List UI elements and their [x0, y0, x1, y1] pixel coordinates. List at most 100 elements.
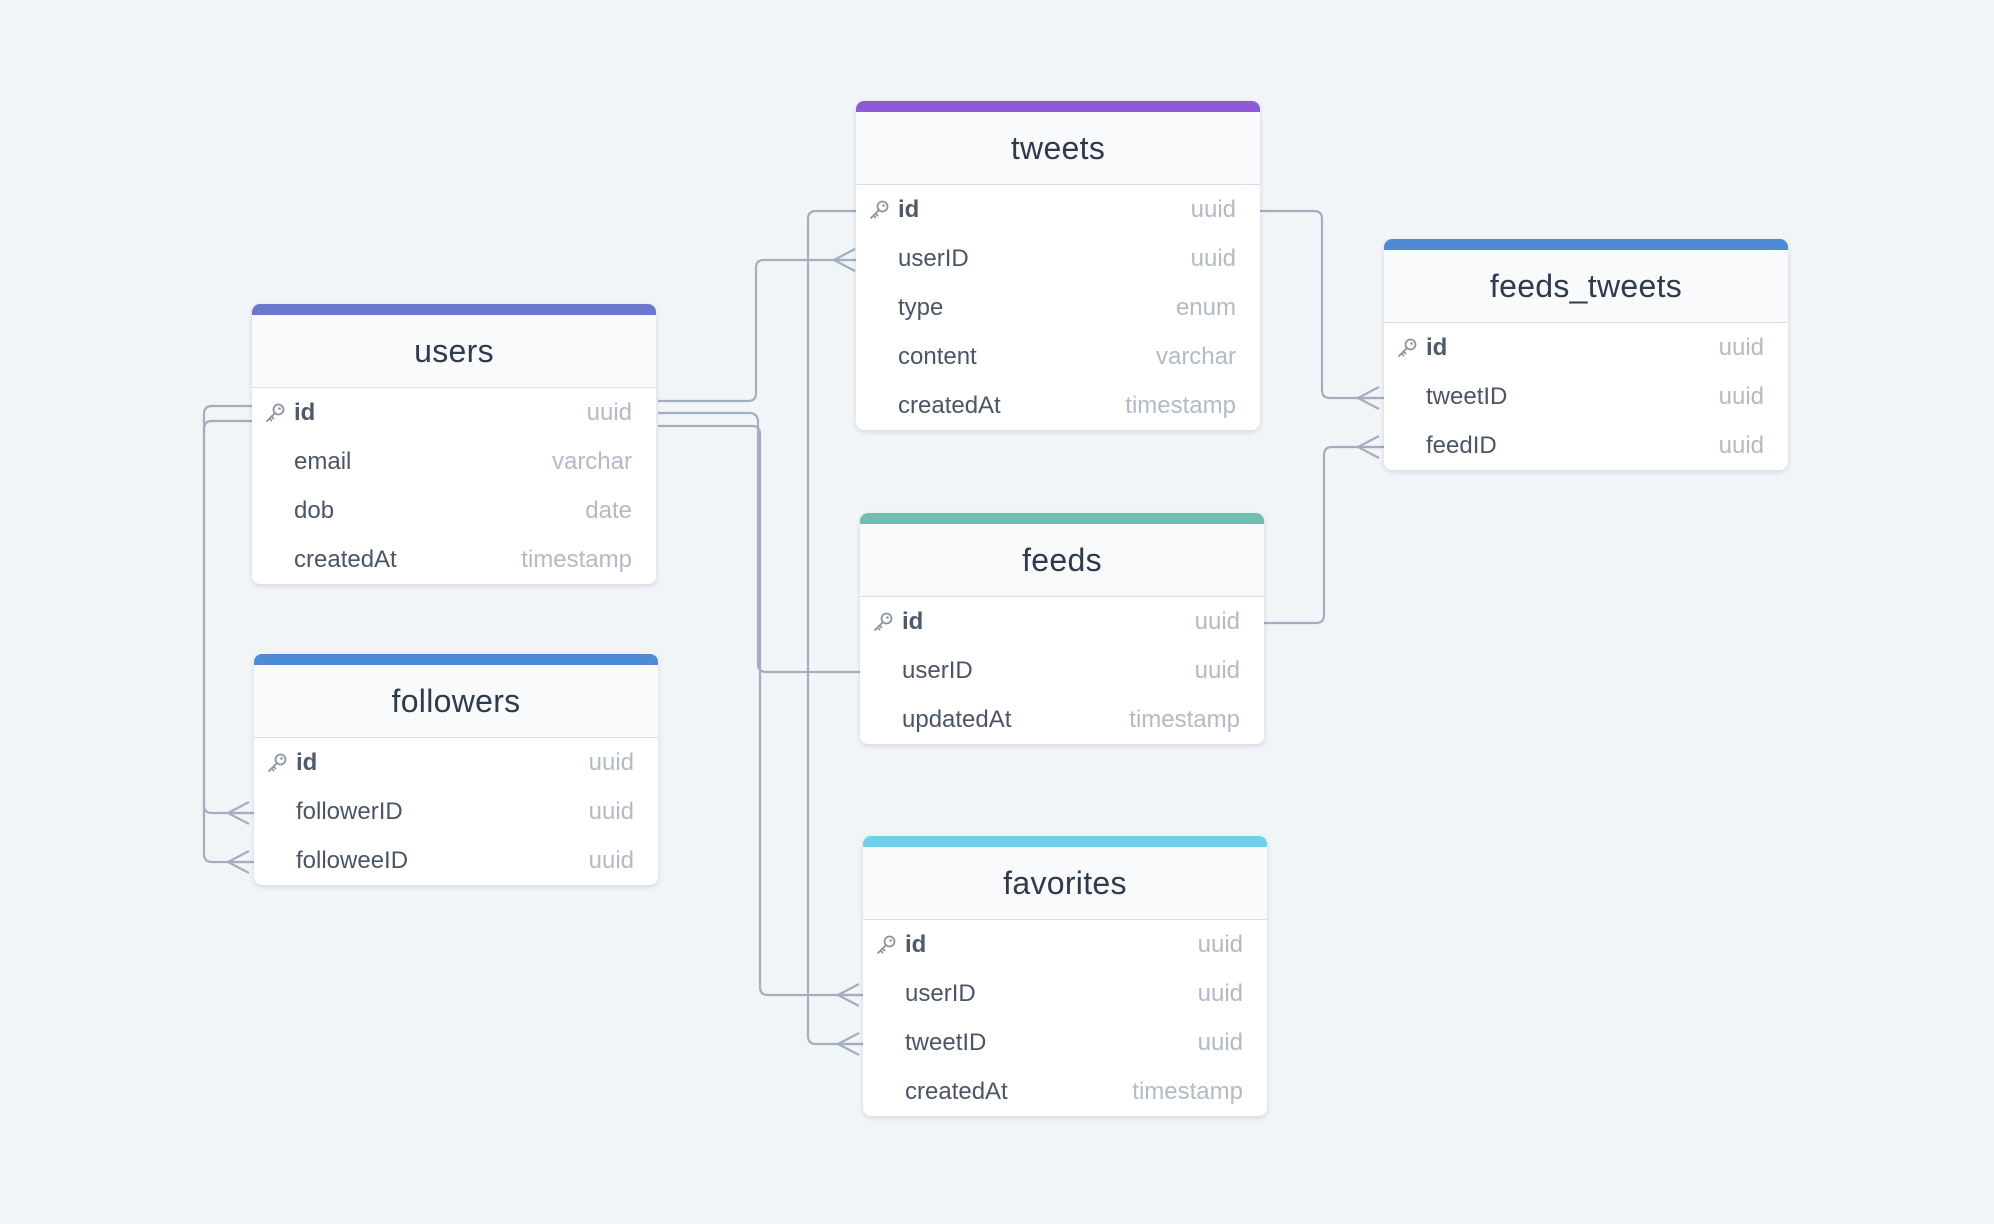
table-feeds[interactable]: feeds id uuid userID uuid updatedAt timestamp — [860, 513, 1264, 744]
crowsfoot-tweets-userID — [833, 248, 856, 272]
connector-users-feeds — [658, 411, 860, 674]
column-row-tweetid[interactable]: tweetID uuid — [1384, 372, 1788, 421]
column-name: content — [898, 342, 977, 370]
column-row-userid[interactable]: userID uuid — [860, 646, 1264, 695]
column-name: createdAt — [294, 545, 397, 573]
table-color-bar — [860, 513, 1264, 524]
crowsfoot-feeds-tweets-tweetID — [1357, 386, 1380, 410]
column-row-content[interactable]: content varchar — [856, 332, 1260, 381]
key-icon — [1396, 337, 1418, 359]
column-type: uuid — [1718, 382, 1764, 410]
column-type: varchar — [551, 447, 632, 475]
table-title[interactable]: favorites — [863, 847, 1267, 920]
table-title[interactable]: feeds_tweets — [1384, 250, 1788, 323]
column-name: type — [898, 293, 944, 321]
column-type: enum — [1175, 293, 1236, 321]
column-name: tweetID — [1426, 382, 1508, 410]
column-type: uuid — [1194, 607, 1240, 635]
column-type: timestamp — [1125, 391, 1236, 419]
connector-users-tweets — [658, 258, 860, 403]
column-type: uuid — [1197, 979, 1243, 1007]
column-type: timestamp — [1129, 705, 1240, 733]
column-row-type[interactable]: type enum — [856, 283, 1260, 332]
column-type: varchar — [1155, 342, 1236, 370]
column-name: id — [905, 930, 927, 958]
column-name: followeeID — [296, 846, 409, 874]
column-type: uuid — [1197, 1028, 1243, 1056]
column-row-dob[interactable]: dob date — [252, 486, 656, 535]
key-icon — [872, 611, 894, 633]
column-type: date — [585, 496, 632, 524]
crowsfoot-followers-followerID — [227, 801, 250, 825]
column-name: updatedAt — [902, 705, 1012, 733]
table-title[interactable]: followers — [254, 665, 658, 738]
connector-tweets-feeds-tweets — [1260, 209, 1384, 400]
connector-users-followees — [202, 419, 254, 864]
column-name: feedID — [1426, 431, 1497, 459]
column-row-id[interactable]: id uuid — [860, 597, 1264, 646]
column-row-followeeid[interactable]: followeeID uuid — [254, 836, 658, 885]
connector-users-followers — [202, 404, 254, 815]
column-name: id — [296, 748, 318, 776]
column-type: uuid — [1190, 244, 1236, 272]
column-name: id — [1426, 333, 1448, 361]
column-name: followerID — [296, 797, 403, 825]
table-title[interactable]: users — [252, 315, 656, 388]
column-type: uuid — [1194, 656, 1240, 684]
column-name: userID — [898, 244, 969, 272]
column-row-updatedat[interactable]: updatedAt timestamp — [860, 695, 1264, 744]
table-title[interactable]: feeds — [860, 524, 1264, 597]
column-type: uuid — [588, 748, 634, 776]
crowsfoot-favorites-userID — [837, 983, 860, 1007]
column-row-id[interactable]: id uuid — [863, 920, 1267, 969]
column-name: dob — [294, 496, 335, 524]
column-type: uuid — [1190, 195, 1236, 223]
key-icon — [875, 934, 897, 956]
column-type: timestamp — [521, 545, 632, 573]
column-type: uuid — [588, 846, 634, 874]
table-title[interactable]: tweets — [856, 112, 1260, 185]
column-name: createdAt — [905, 1077, 1008, 1105]
column-row-createdat[interactable]: createdAt timestamp — [252, 535, 656, 584]
column-name: id — [902, 607, 924, 635]
crowsfoot-feeds-tweets-feedID — [1357, 435, 1380, 459]
column-row-createdat[interactable]: createdAt timestamp — [856, 381, 1260, 430]
column-row-userid[interactable]: userID uuid — [856, 234, 1260, 283]
connector-users-favorites — [658, 424, 864, 997]
table-color-bar — [863, 836, 1267, 847]
column-type: uuid — [1197, 930, 1243, 958]
key-icon — [868, 199, 890, 221]
column-name: userID — [902, 656, 973, 684]
table-color-bar — [1384, 239, 1788, 250]
column-row-email[interactable]: email varchar — [252, 437, 656, 486]
connector-feeds-feeds-tweets — [1264, 445, 1384, 625]
column-row-id[interactable]: id uuid — [254, 738, 658, 787]
key-icon — [264, 402, 286, 424]
column-name: userID — [905, 979, 976, 1007]
table-columns: id uuid userID uuid updatedAt timestamp — [860, 597, 1264, 744]
key-icon — [266, 752, 288, 774]
column-type: uuid — [586, 398, 632, 426]
crowsfoot-followers-followeeID — [227, 850, 250, 874]
column-row-userid[interactable]: userID uuid — [863, 969, 1267, 1018]
column-name: createdAt — [898, 391, 1001, 419]
column-name: email — [294, 447, 352, 475]
table-color-bar — [252, 304, 656, 315]
crowsfoot-favorites-tweetID — [837, 1032, 860, 1056]
